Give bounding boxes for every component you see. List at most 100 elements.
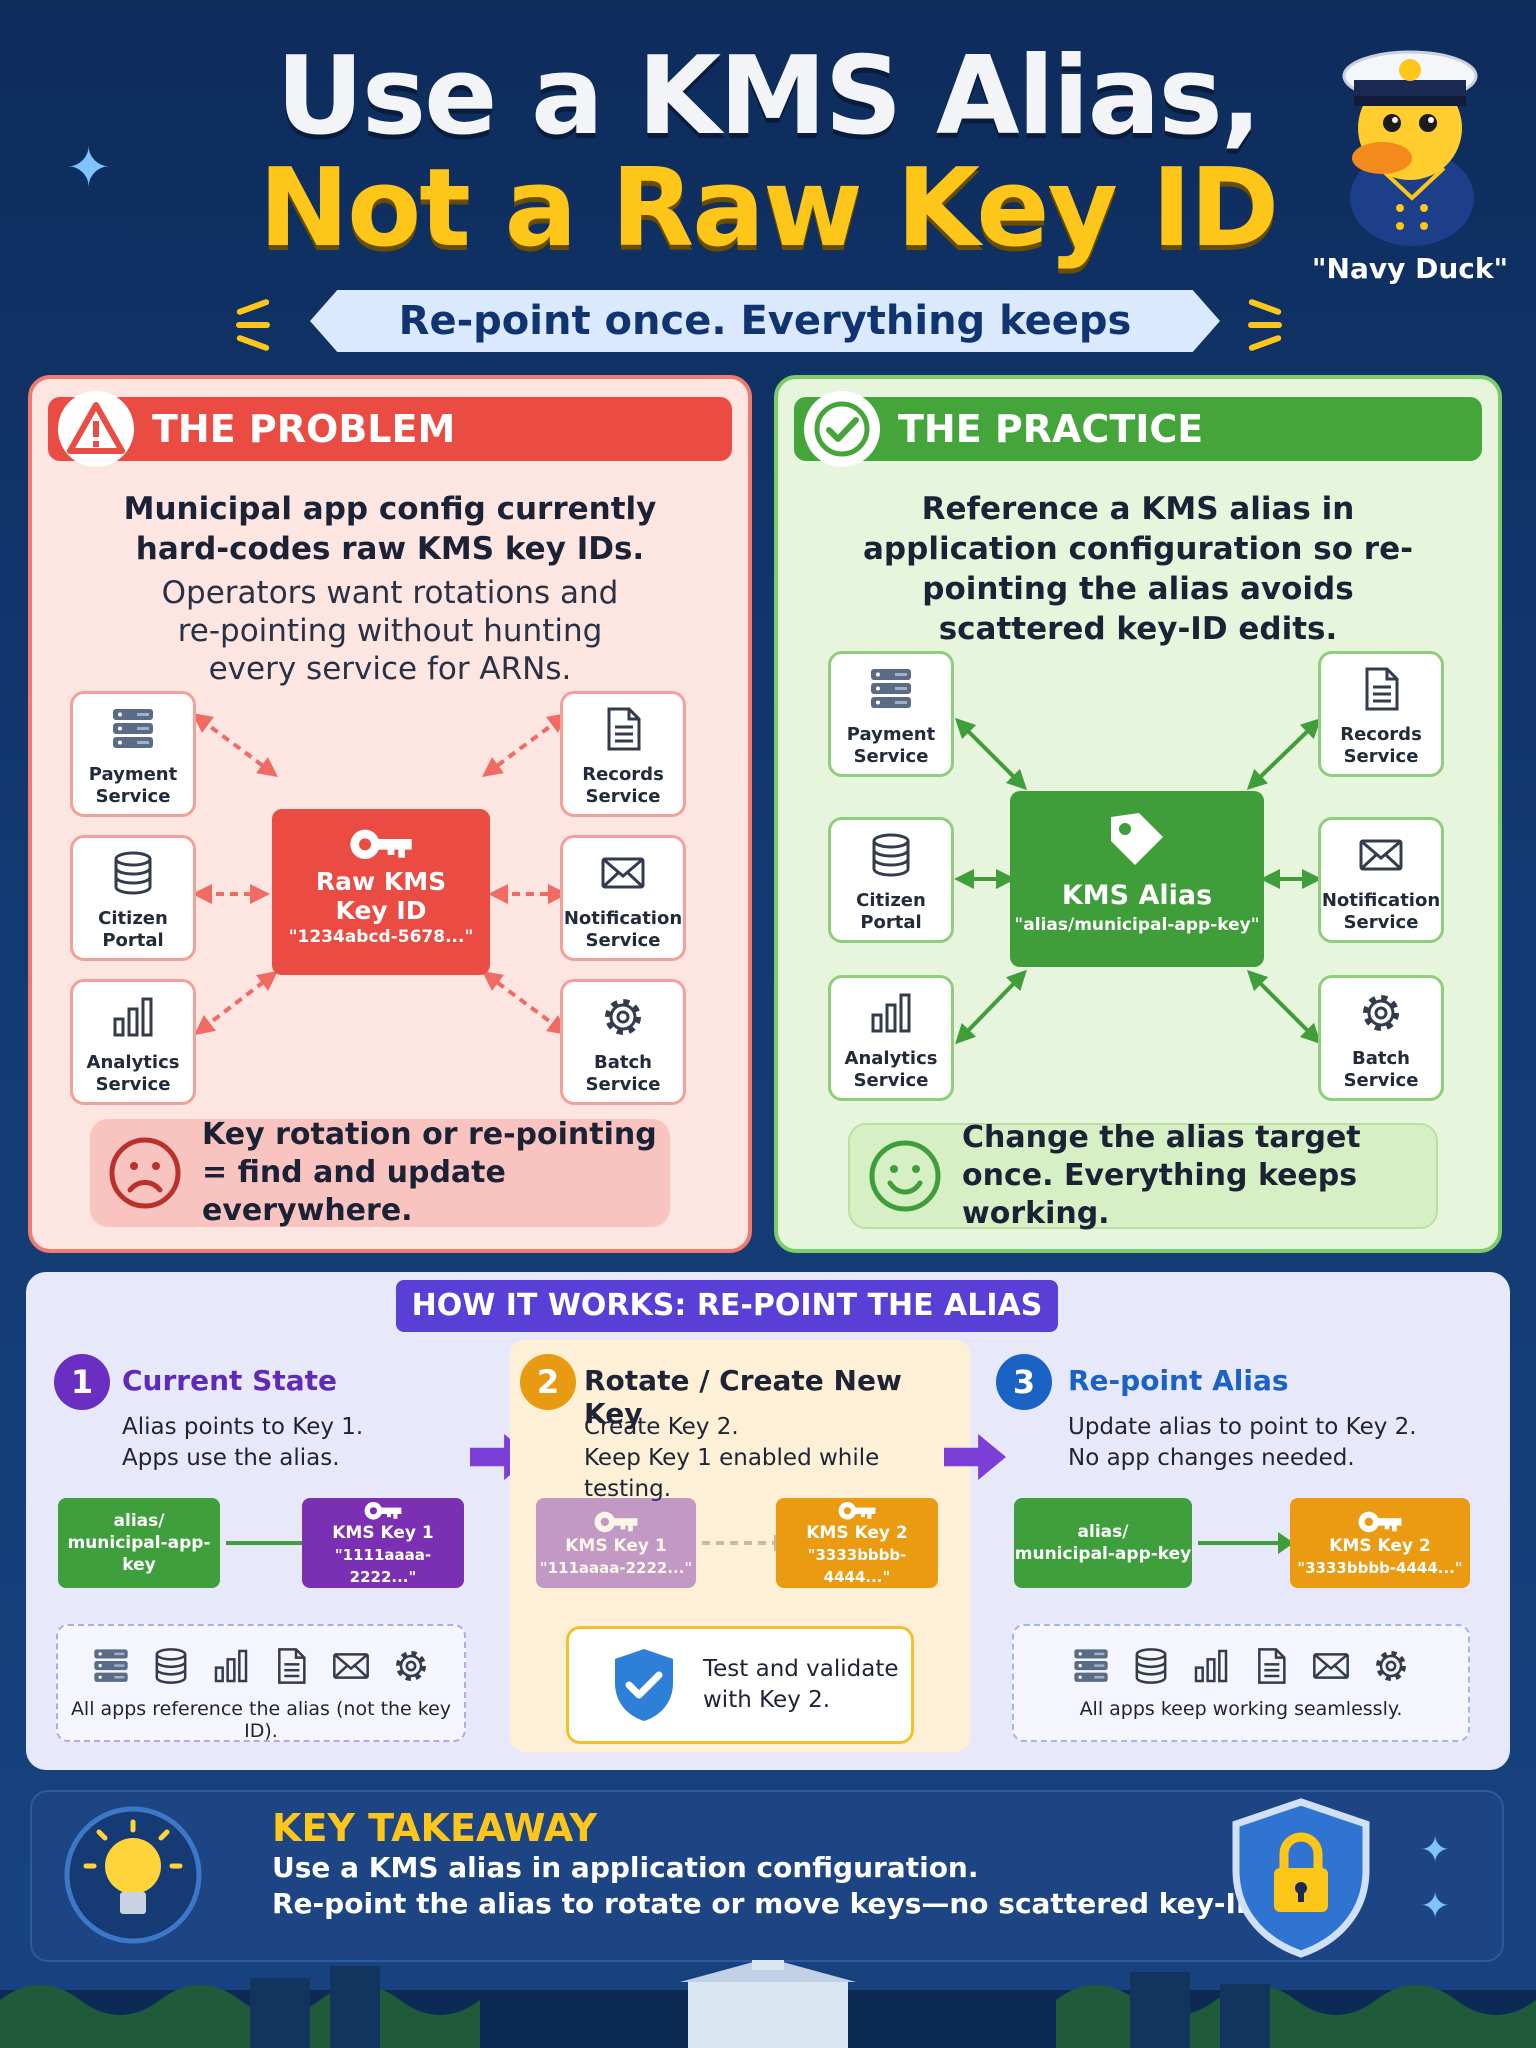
problem-connector-arrows [191,713,569,1036]
database-icon [155,1648,187,1684]
how-it-works-title: HOW IT WORKS: RE-POINT THE ALIAS [396,1280,1058,1332]
sparkle-icon: ✦ [66,136,112,199]
kms-key-2-chip: KMS Key 2"3333bbbb-4444..." [1290,1498,1470,1588]
key-icon [350,829,412,859]
bar-chart-icon [871,993,911,1033]
navy-duck-mascot-icon [1342,50,1478,246]
tag-icon [1111,813,1163,865]
ray-icon [1247,334,1283,352]
kms-key-2-chip: KMS Key 2"3333bbbb-4444..." [776,1498,938,1588]
step-1: 1 Current State Alias points to Key 1.Ap… [40,1340,492,1752]
practice-header: THE PRACTICE [794,391,1482,467]
mascot-name: "Navy Duck" [1311,252,1509,285]
apps-group: All apps keep working seamlessly. [1012,1624,1470,1742]
takeaway-text: Use a KMS alias in application configura… [272,1851,1359,1920]
title-line-2: Not a Raw Key ID [258,146,1280,271]
bar-chart-icon [1194,1649,1228,1683]
ray-icon [235,298,271,316]
city-skyline-icon [0,1960,1536,2048]
gear-icon [1371,1646,1411,1686]
mail-icon [1359,839,1403,871]
title-line-1: Use a KMS Alias, [276,34,1262,159]
ray-icon [236,322,270,328]
database-icon [114,851,152,895]
server-icon [871,669,911,708]
step-3: 3 Re-point Alias Update alias to point t… [992,1340,1496,1752]
shield-check-icon [615,1649,673,1721]
server-icon [94,1649,128,1682]
document-icon [607,707,641,751]
problem-panel: THE PROBLEM Municipal app config current… [28,375,752,1253]
step-number: 3 [996,1354,1052,1410]
problem-note: Key rotation or re-pointing = find and u… [90,1117,670,1228]
problem-lead: Municipal app config currently hard-code… [123,491,657,567]
mail-icon [601,857,645,889]
step-number: 1 [54,1354,110,1410]
kms-alias-hub: KMS Alias "alias/municipal-app-key" [1010,791,1264,967]
takeaway-title: KEY TAKEAWAY [272,1806,598,1850]
problem-heading: THE PROBLEM [152,407,456,451]
key-icon [838,1502,876,1520]
step-title: Rotate / Create New Key [584,1364,902,1430]
mail-icon [1313,1653,1349,1679]
database-icon [872,833,910,877]
ray-icon [1248,322,1282,328]
practice-note: Change the alias target once. Everything… [848,1120,1438,1231]
arrow-icon [1198,1532,1294,1554]
document-icon [1365,667,1399,711]
gear-icon [391,1646,431,1686]
warning-icon [58,391,134,467]
key-icon [594,1511,638,1533]
kms-key-1-faded-chip: KMS Key 1"111aaaa-2222..." [536,1498,696,1588]
raw-key-hub: Raw KMS Key ID "1234abcd-5678..." [272,809,490,975]
problem-header: THE PROBLEM [48,391,732,467]
subtitle-banner: Re-point once. Everything keeps working. [310,290,1220,352]
alias-chip: alias/municipal-app-key [58,1498,220,1588]
kms-key-1-chip: KMS Key 1"1111aaaa-2222..." [302,1498,464,1588]
problem-body: Operators want rotations and re-pointing… [161,575,619,687]
key-icon [364,1502,402,1520]
step-title: Re-point Alias [1068,1364,1289,1397]
key-icon [1358,1511,1402,1533]
step-title: Current State [122,1364,337,1397]
ray-icon [235,334,271,352]
step-desc: Update alias to point to Key 2.No app ch… [1068,1414,1417,1471]
sparkle-icon: ✦ [1420,1830,1451,1871]
step-desc: Create Key 2.Keep Key 1 enabled while te… [584,1414,880,1502]
sad-face-icon [109,1137,181,1209]
apps-group: All apps reference the alias (not the ke… [56,1624,466,1742]
smile-face-icon [869,1140,941,1212]
gear-icon [599,993,647,1041]
practice-panel: THE PRACTICE Reference a KMS alias in ap… [774,375,1502,1253]
practice-heading: THE PRACTICE [898,407,1204,451]
gear-icon [1357,989,1405,1037]
server-icon [1074,1649,1108,1682]
document-icon [278,1648,306,1684]
lightbulb-icon [64,1806,202,1944]
step-number: 2 [520,1354,576,1410]
server-icon [113,709,153,748]
practice-lead: Reference a KMS alias in application con… [863,491,1413,647]
practice-connector-arrows [954,717,1322,1045]
ray-icon [1247,298,1283,316]
mail-icon [333,1653,369,1679]
step-desc: Alias points to Key 1.Apps use the alias… [122,1414,364,1471]
database-icon [1135,1648,1167,1684]
alias-chip: alias/municipal-app-key [1014,1498,1192,1588]
bar-chart-icon [113,997,153,1037]
sparkle-icon: ✦ [1420,1886,1451,1927]
shield-lock-icon [1232,1798,1370,1958]
